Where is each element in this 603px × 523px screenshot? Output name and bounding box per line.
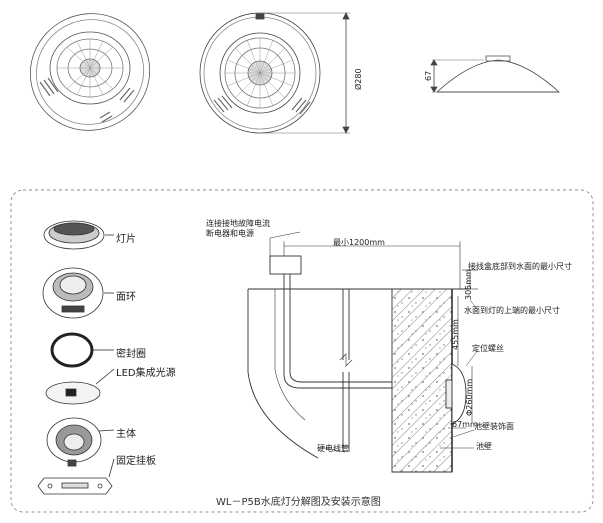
wall-finish-label: 池壁装饰面 (474, 422, 514, 431)
part-label-led-source: LED集成光源 (116, 368, 176, 379)
perspective-view (29, 13, 151, 131)
part-label-face-ring: 面环 (116, 292, 136, 303)
pool-wall-label: 池壁 (476, 442, 492, 451)
dim-67: 67mm (452, 420, 478, 429)
part-lens (43, 220, 114, 250)
diameter-label: Ø280 (354, 68, 363, 90)
part-label-main-body: 主体 (116, 429, 136, 440)
front-view (199, 12, 350, 134)
locating-screw: 定位螺丝 (472, 344, 504, 353)
part-main-body (46, 417, 115, 467)
dim-305: 305mm (464, 269, 473, 300)
breaker-note-line1: 连接接地故障电流 (206, 219, 270, 228)
diagram-caption: WL－P5B水底灯分解图及安装示意图 (216, 497, 381, 508)
part-face-ring (42, 267, 114, 319)
min-length-label: 最小1200mm (333, 238, 385, 247)
part-mounting-plate (37, 458, 115, 495)
side-view (430, 55, 561, 93)
part-led-source (45, 368, 115, 405)
water-to-light-note: 水面到灯的上端的最小尺寸 (464, 306, 560, 315)
part-label-mounting-plate: 固定挂板 (116, 456, 156, 467)
height-label: 67 (424, 70, 433, 81)
conduit-label: 硬电线管 (317, 444, 349, 453)
part-seal-ring (50, 332, 114, 368)
part-label-seal-ring: 密封圈 (116, 349, 146, 360)
install-diagram (247, 231, 479, 473)
junction-note: 接线盒底部到水面的最小尺寸 (468, 262, 572, 271)
dim-260: Φ260mm (465, 378, 474, 416)
dashed-frame (10, 189, 594, 513)
dim-455: 455mm (451, 319, 460, 350)
breaker-note-line2: 断电器和电源 (206, 229, 254, 238)
part-label-lens: 灯片 (116, 234, 136, 245)
